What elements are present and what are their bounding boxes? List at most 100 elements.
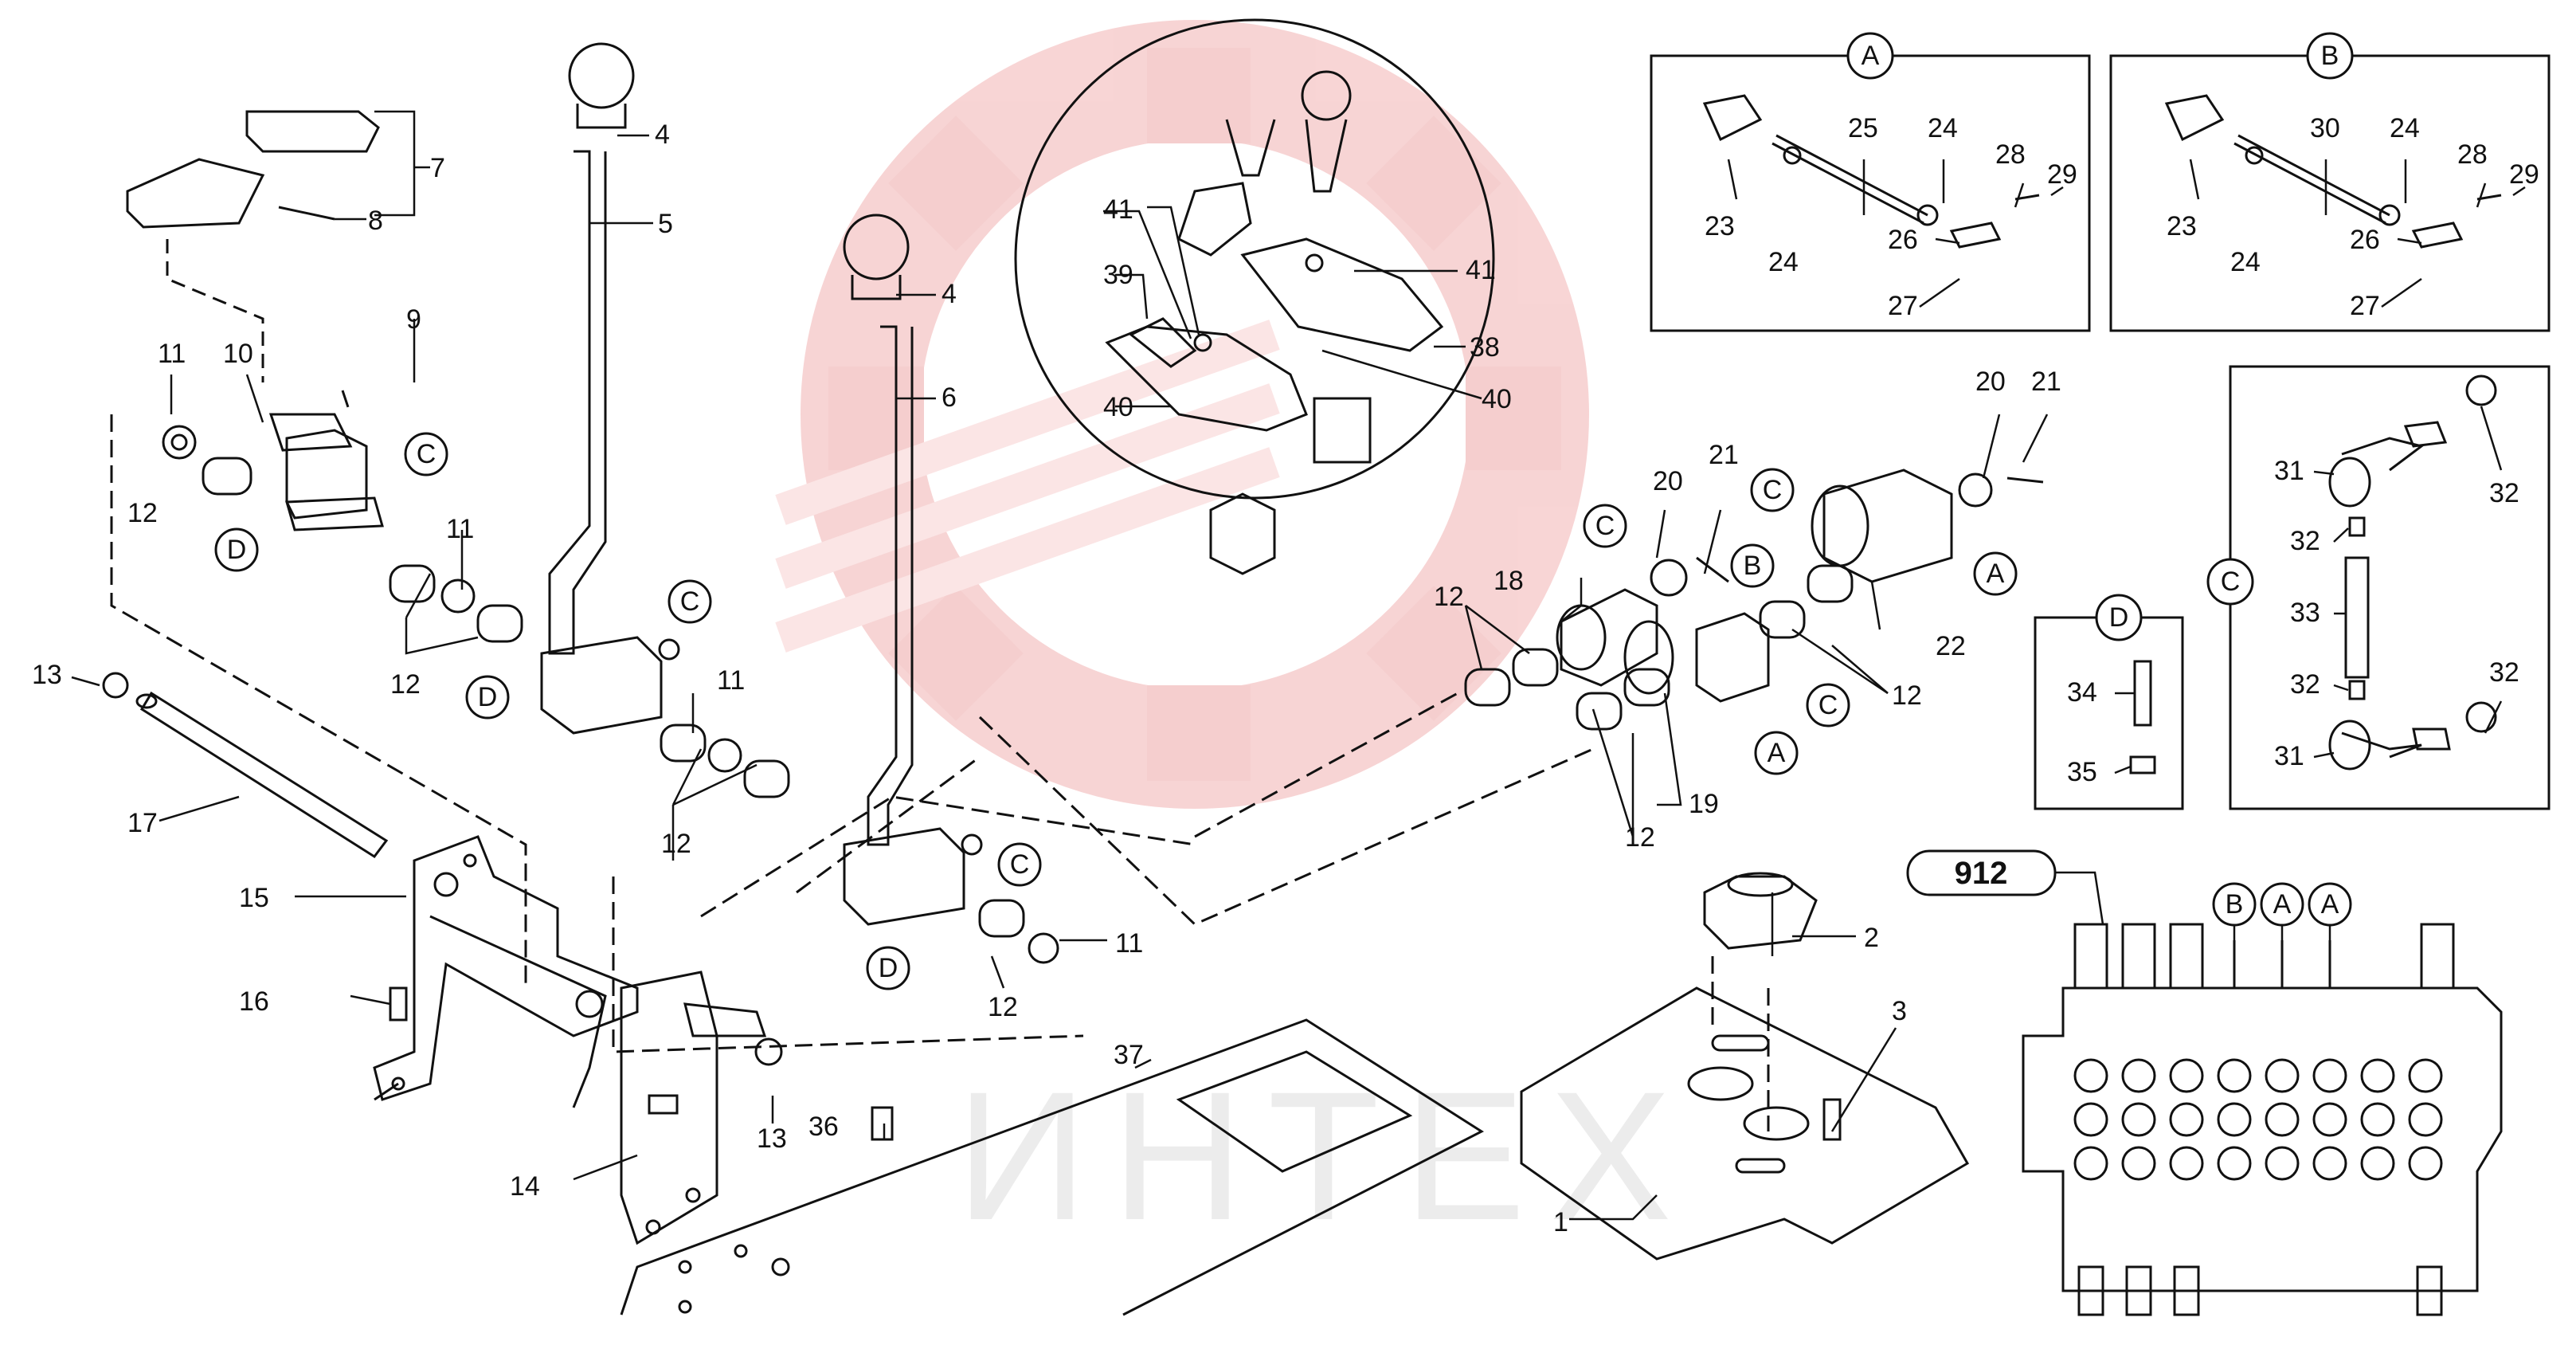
label-part-7: 7 bbox=[430, 153, 445, 183]
label-part-6: 6 bbox=[942, 382, 957, 413]
label-part-41a: 41 bbox=[1103, 194, 1133, 225]
label-part-31a: 31 bbox=[2274, 456, 2304, 486]
label-part-27b: 27 bbox=[2350, 291, 2380, 321]
label-part-4a: 4 bbox=[655, 120, 670, 150]
label-part-1: 1 bbox=[1553, 1207, 1568, 1237]
callout-c-5: C bbox=[1818, 690, 1838, 720]
label-part-29a: 29 bbox=[2047, 159, 2077, 190]
watermark-text: ИНТЕХ bbox=[956, 1053, 1696, 1258]
callout-d-3: D bbox=[879, 953, 898, 983]
label-part-15: 15 bbox=[239, 883, 269, 913]
callout-c-box: C bbox=[2221, 567, 2241, 597]
pin-part-8 bbox=[278, 206, 335, 221]
label-part-37: 37 bbox=[1114, 1040, 1144, 1070]
watermark-logo bbox=[775, 20, 1589, 809]
label-part-12b: 12 bbox=[390, 669, 421, 700]
parts-linework bbox=[102, 18, 2551, 1316]
part-labels: 4 5 4 6 7 8 9 10 11 12 11 12 11 12 13 13… bbox=[32, 113, 2539, 1237]
callout-b-valve: B bbox=[2226, 889, 2244, 920]
label-part-11c: 11 bbox=[717, 665, 745, 696]
label-part-26b: 26 bbox=[2350, 225, 2380, 255]
label-part-21a: 21 bbox=[1709, 440, 1739, 470]
label-part-14: 14 bbox=[510, 1171, 540, 1202]
label-part-12g: 12 bbox=[1892, 680, 1922, 711]
label-part-32c: 32 bbox=[2489, 478, 2519, 508]
label-part-39: 39 bbox=[1103, 260, 1133, 290]
label-part-24d: 24 bbox=[2390, 113, 2420, 143]
label-part-40a: 40 bbox=[1103, 392, 1133, 422]
callout-c-1: C bbox=[417, 439, 437, 469]
detail-box-d bbox=[2034, 616, 2184, 810]
label-part-11a: 11 bbox=[158, 339, 186, 369]
label-part-36: 36 bbox=[808, 1112, 839, 1142]
callouts bbox=[214, 32, 2354, 990]
label-part-9: 9 bbox=[406, 304, 421, 335]
label-part-24c: 24 bbox=[2230, 247, 2261, 277]
label-part-8: 8 bbox=[368, 206, 383, 236]
label-part-41b: 41 bbox=[1466, 255, 1496, 285]
label-part-32b: 32 bbox=[2290, 669, 2320, 700]
label-part-11b: 11 bbox=[446, 514, 474, 544]
label-part-25: 25 bbox=[1848, 113, 1878, 143]
label-part-34: 34 bbox=[2067, 677, 2097, 708]
label-part-17: 17 bbox=[127, 808, 158, 838]
label-part-32a: 32 bbox=[2290, 526, 2320, 556]
label-part-31b: 31 bbox=[2274, 741, 2304, 771]
label-part-21b: 21 bbox=[2031, 367, 2061, 397]
label-part-13a: 13 bbox=[32, 660, 62, 690]
callout-d-1: D bbox=[227, 535, 247, 565]
callout-c-2: C bbox=[680, 586, 700, 617]
callout-letters: A B C D C D C D C D C B C A C A B A A 91… bbox=[227, 41, 2339, 983]
callout-a-1: A bbox=[1768, 738, 1786, 768]
label-part-29b: 29 bbox=[2509, 159, 2539, 190]
label-part-23a: 23 bbox=[1705, 211, 1735, 241]
label-part-24a: 24 bbox=[1768, 247, 1799, 277]
label-part-4b: 4 bbox=[942, 279, 957, 309]
callout-c-4: C bbox=[1595, 511, 1615, 541]
label-part-12e: 12 bbox=[1434, 582, 1464, 612]
label-part-20a: 20 bbox=[1653, 466, 1683, 496]
label-part-32d: 32 bbox=[2489, 657, 2519, 688]
label-part-28b: 28 bbox=[2457, 139, 2488, 170]
detail-box-a bbox=[1650, 54, 2091, 332]
label-part-27a: 27 bbox=[1888, 291, 1918, 321]
label-part-22: 22 bbox=[1936, 631, 1966, 661]
pedal-part-bracket bbox=[126, 158, 265, 229]
label-part-23b: 23 bbox=[2167, 211, 2197, 241]
label-part-20b: 20 bbox=[1975, 367, 2006, 397]
label-part-11d: 11 bbox=[1115, 928, 1143, 959]
label-part-12f: 12 bbox=[1625, 822, 1655, 853]
label-part-2: 2 bbox=[1864, 923, 1879, 953]
label-part-24b: 24 bbox=[1928, 113, 1958, 143]
label-part-18: 18 bbox=[1494, 566, 1524, 596]
model-badge-912: 912 bbox=[1955, 856, 2008, 891]
label-part-38: 38 bbox=[1470, 332, 1500, 363]
label-part-12c: 12 bbox=[661, 829, 691, 859]
valve-block-912 bbox=[2022, 986, 2503, 1292]
label-part-5: 5 bbox=[658, 209, 673, 239]
label-part-10: 10 bbox=[223, 339, 253, 369]
callout-a-valve-1: A bbox=[2273, 889, 2292, 920]
label-part-33: 33 bbox=[2290, 598, 2320, 628]
callout-c-3: C bbox=[1010, 849, 1030, 880]
label-part-3: 3 bbox=[1892, 996, 1907, 1026]
label-part-12d: 12 bbox=[988, 992, 1018, 1022]
leader-lines bbox=[71, 110, 2526, 1221]
label-part-28a: 28 bbox=[1995, 139, 2026, 170]
label-part-12a: 12 bbox=[127, 498, 158, 528]
label-part-35: 35 bbox=[2067, 757, 2097, 787]
callout-a-valve-2: A bbox=[2321, 889, 2339, 920]
label-part-40b: 40 bbox=[1482, 384, 1512, 414]
callout-c-6: C bbox=[1763, 475, 1783, 505]
callout-b-1: B bbox=[1744, 551, 1762, 581]
callout-d-box: D bbox=[2109, 602, 2129, 633]
detail-circle bbox=[1014, 18, 1495, 500]
label-part-13b: 13 bbox=[757, 1124, 787, 1154]
label-part-19: 19 bbox=[1689, 789, 1719, 819]
callout-b-box: B bbox=[2321, 41, 2339, 71]
callout-a-box: A bbox=[1862, 41, 1880, 71]
callout-a-2: A bbox=[1987, 559, 2005, 589]
label-part-26a: 26 bbox=[1888, 225, 1918, 255]
